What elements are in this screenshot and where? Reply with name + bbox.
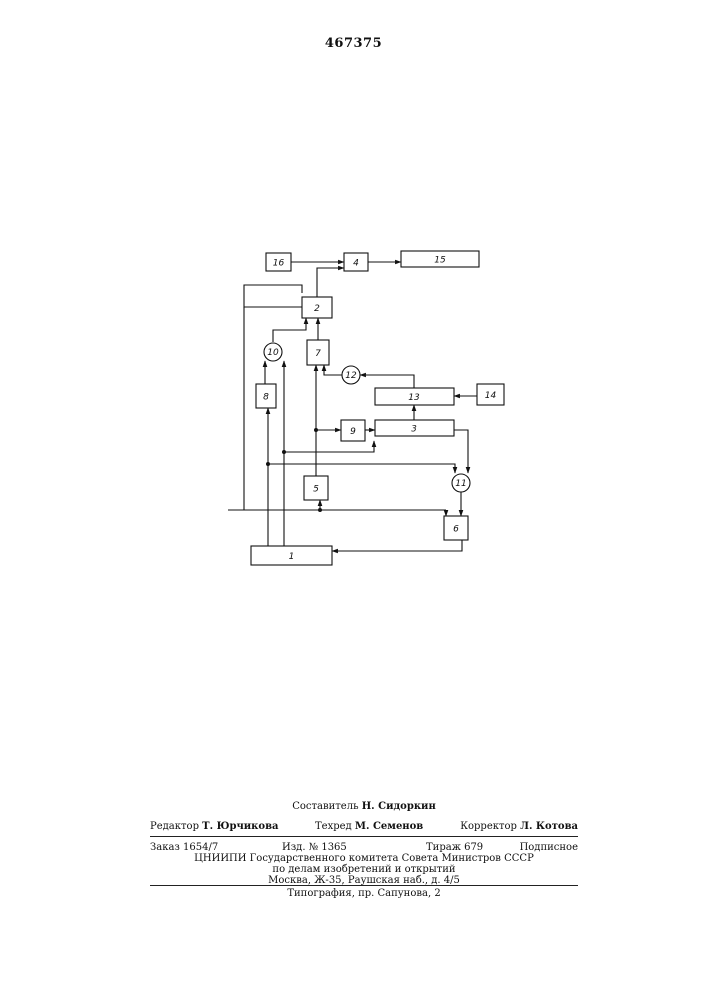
publisher-line-2: по делам изобретений и открытий: [150, 864, 578, 876]
order-number: Заказ 1654/7: [150, 842, 218, 854]
svg-text:14: 14: [485, 391, 497, 401]
svg-text:11: 11: [455, 479, 466, 489]
block-15: 15: [401, 251, 479, 267]
circulation: Тираж 679: [426, 842, 483, 854]
printer: Типография, пр. Сапунова, 2: [150, 888, 578, 900]
subscription: Подписное: [520, 842, 578, 854]
editor-label: Редактор: [150, 821, 199, 832]
svg-text:6: 6: [453, 525, 459, 535]
block-3: 3: [375, 420, 454, 436]
block-7: 7: [307, 340, 329, 365]
block-2: 2: [302, 297, 332, 318]
corrector-line: Корректор Л. Котова: [460, 821, 578, 833]
techred-name: М. Семенов: [355, 821, 423, 832]
svg-text:10: 10: [267, 348, 279, 358]
editor-name: Т. Юрчикова: [202, 821, 278, 832]
svg-text:7: 7: [315, 349, 321, 359]
block-6: 6: [444, 516, 468, 540]
block-4: 4: [344, 253, 368, 271]
techred-label: Техред: [315, 821, 352, 832]
editor-line: Редактор Т. Юрчикова: [150, 821, 279, 833]
svg-text:12: 12: [345, 371, 357, 381]
block-14: 14: [477, 384, 504, 405]
block-13: 13: [375, 388, 454, 405]
svg-text:9: 9: [350, 427, 356, 437]
corrector-label: Корректор: [460, 821, 517, 832]
svg-text:4: 4: [353, 259, 359, 269]
svg-text:3: 3: [411, 425, 417, 435]
corrector-name: Л. Котова: [520, 821, 578, 832]
publisher-line-1: ЦНИИПИ Государственного комитета Совета …: [150, 853, 578, 865]
divider-top: [150, 836, 578, 837]
block-16: 16: [266, 253, 291, 271]
compiler-line: Составитель Н. Сидоркин: [150, 801, 578, 813]
block-5: 5: [304, 476, 328, 500]
block-1: 1: [251, 546, 332, 565]
block-9: 9: [341, 420, 365, 441]
block-8: 8: [256, 384, 276, 408]
block-12: 12: [342, 366, 360, 384]
divider-bottom: [150, 885, 578, 886]
techred-line: Техред М. Семенов: [315, 821, 423, 833]
svg-text:2: 2: [314, 304, 320, 314]
compiler-name: Н. Сидоркин: [362, 801, 436, 812]
edition-number: Изд. № 1365: [282, 842, 347, 854]
svg-text:1: 1: [289, 552, 295, 562]
block-10: 10: [264, 343, 282, 361]
svg-text:16: 16: [273, 259, 285, 269]
svg-text:8: 8: [263, 393, 269, 403]
svg-text:5: 5: [313, 485, 319, 495]
block-11: 11: [452, 474, 470, 492]
svg-text:15: 15: [434, 256, 446, 266]
svg-text:13: 13: [408, 393, 420, 403]
compiler-label: Составитель: [292, 801, 358, 812]
